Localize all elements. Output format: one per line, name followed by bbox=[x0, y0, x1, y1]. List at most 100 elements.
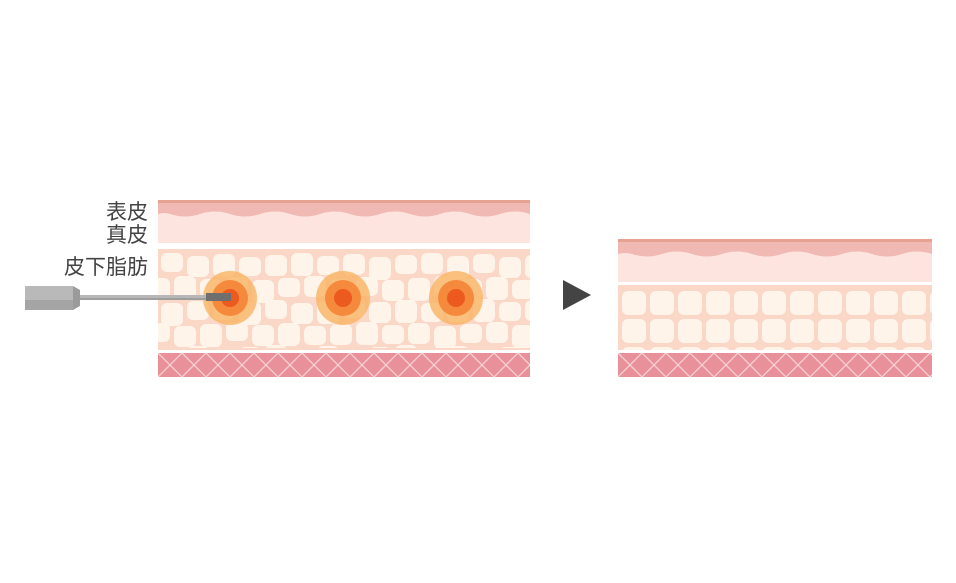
fascia-mesh-line bbox=[618, 353, 619, 354]
fascia-mesh-line bbox=[785, 353, 811, 377]
fat-cell bbox=[622, 291, 646, 315]
fat-cell bbox=[371, 347, 389, 348]
epidermis-wave bbox=[158, 201, 530, 217]
fascia-mesh-line bbox=[689, 353, 715, 377]
fat-cell bbox=[622, 319, 646, 343]
fascia-mesh-line bbox=[469, 353, 495, 377]
fascia-mesh bbox=[158, 353, 566, 377]
fascia-mesh-line bbox=[158, 376, 159, 377]
fat-cell bbox=[382, 280, 404, 301]
fascia-mesh-line bbox=[373, 353, 399, 377]
fascia-mesh-line bbox=[737, 353, 763, 377]
fat-cell bbox=[706, 319, 730, 343]
fat-cell bbox=[408, 278, 430, 301]
fat-cell bbox=[369, 257, 391, 280]
fat-cell bbox=[846, 291, 870, 315]
probe-device-icon bbox=[25, 286, 231, 310]
label-dermis: 真皮 bbox=[106, 223, 148, 247]
fat-cell bbox=[846, 319, 870, 343]
fat-cell bbox=[678, 291, 702, 315]
fat-cell bbox=[734, 291, 758, 315]
skin-after bbox=[618, 239, 932, 399]
fascia-mesh-line bbox=[205, 353, 231, 377]
fascia-mesh-line bbox=[397, 353, 423, 377]
fat-cell bbox=[486, 277, 508, 300]
fat-cell bbox=[525, 255, 530, 278]
fat-cell bbox=[499, 257, 521, 278]
fat-cell bbox=[395, 255, 417, 274]
fat-cell bbox=[408, 323, 430, 344]
fat-cell bbox=[874, 319, 898, 343]
fascia-mesh-line bbox=[493, 353, 519, 377]
fat-cell bbox=[551, 303, 573, 326]
fat-cell bbox=[226, 322, 248, 341]
fat-cell bbox=[265, 300, 287, 319]
fat-cell bbox=[818, 291, 842, 315]
fascia-mesh-line bbox=[325, 353, 351, 377]
fat-cell bbox=[902, 319, 926, 343]
fat-cell bbox=[762, 319, 786, 343]
fascia-mesh-line bbox=[542, 353, 566, 377]
fat-cell bbox=[200, 324, 222, 347]
fat-cell bbox=[551, 253, 573, 272]
fat-cell bbox=[650, 319, 674, 343]
fat-cell bbox=[252, 280, 274, 303]
fascia-mesh-line bbox=[833, 353, 859, 377]
fat-cell bbox=[356, 322, 378, 345]
fat-cell bbox=[650, 375, 674, 399]
fascia-mesh-line bbox=[229, 353, 255, 377]
fat-cell bbox=[678, 347, 702, 350]
fat-cell bbox=[678, 319, 702, 343]
fat-cell bbox=[291, 303, 313, 324]
fat-cell bbox=[790, 375, 814, 399]
fat-cell bbox=[174, 276, 196, 299]
fat-cell bbox=[317, 256, 339, 275]
fat-cell bbox=[818, 375, 842, 399]
fat-cell bbox=[650, 347, 674, 350]
fat-cell bbox=[525, 300, 530, 321]
fat-cell bbox=[678, 375, 702, 399]
fat-cell bbox=[434, 326, 456, 348]
fat-cell bbox=[790, 291, 814, 315]
fat-cell bbox=[706, 375, 730, 399]
fat-cell bbox=[161, 253, 183, 272]
fat-cell bbox=[158, 278, 170, 299]
fat-cell bbox=[762, 347, 786, 350]
fat-cell bbox=[395, 345, 417, 348]
fat-cell bbox=[512, 280, 530, 299]
fat-cell bbox=[174, 326, 196, 347]
fat-cell bbox=[473, 254, 495, 273]
fat-cell bbox=[421, 253, 443, 274]
fat-cell bbox=[187, 301, 209, 320]
fat-cell bbox=[846, 375, 870, 399]
fascia-mesh-line bbox=[349, 353, 375, 377]
fascia-mesh-line bbox=[881, 353, 907, 377]
fat-cell bbox=[318, 346, 338, 348]
fascia-mesh-line bbox=[665, 353, 691, 377]
fat-cell bbox=[501, 347, 519, 348]
fat-cell bbox=[538, 323, 560, 342]
fascia-mesh-line bbox=[857, 353, 883, 377]
label-subcutaneous-fat: 皮下脂肪 bbox=[64, 255, 148, 279]
fascia-mesh-line bbox=[761, 353, 787, 377]
fat-cell bbox=[874, 291, 898, 315]
fat-cell bbox=[818, 319, 842, 343]
fascia-mesh-line bbox=[517, 364, 530, 377]
fat-cell bbox=[265, 345, 287, 348]
fat-cells bbox=[622, 291, 932, 399]
fat-cell bbox=[486, 322, 508, 343]
fat-cell bbox=[278, 323, 300, 346]
fascia-mesh-line bbox=[253, 353, 279, 377]
fat-cell bbox=[460, 324, 482, 343]
fat-cell bbox=[650, 291, 674, 315]
fat-cell bbox=[930, 348, 932, 350]
fascia-mesh-line bbox=[517, 353, 530, 366]
fat-cell bbox=[278, 278, 300, 297]
fat-cell bbox=[846, 347, 870, 350]
fat-cell bbox=[874, 375, 898, 399]
fat-cell bbox=[622, 347, 646, 350]
fat-cell bbox=[265, 255, 287, 276]
fascia-mesh-line bbox=[905, 353, 931, 377]
fat-cell bbox=[622, 375, 646, 399]
